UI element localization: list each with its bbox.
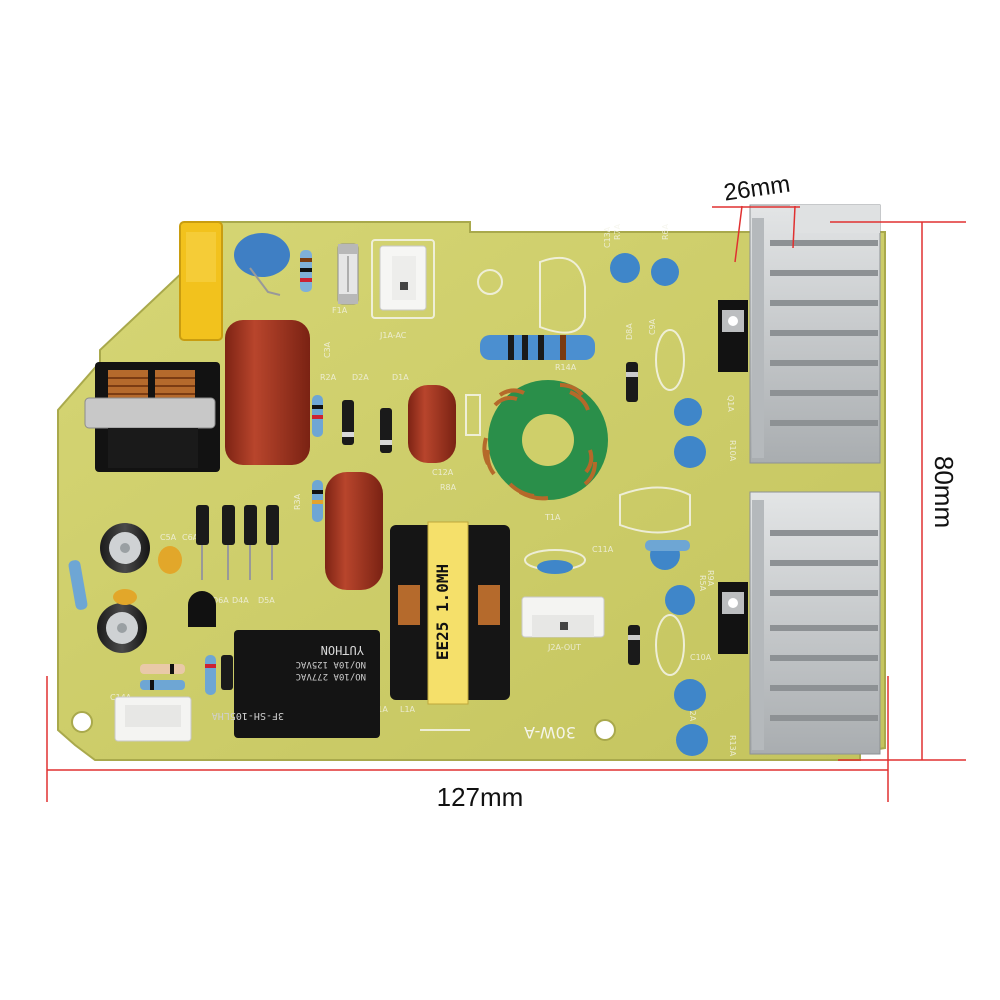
diode [140,664,185,674]
power-transistor-q1a [718,300,748,372]
silk-label: D5A [258,596,275,605]
resistor [68,560,88,610]
silk-label: D6A [212,596,229,605]
ac-connector [379,245,427,311]
resistor [312,480,323,522]
ferrite-transformer: EE25 1.0MH [390,521,510,705]
silk-label: Q1A [726,395,735,412]
silk-label: D4A [232,596,249,605]
silk-label: D2A [352,373,369,382]
silk-label: L1A [400,705,416,714]
silk-label: C13A [603,226,612,248]
silk-label: R13A [728,735,737,757]
silk-label: K1A [372,705,388,714]
board-model-label: 30W-A [524,723,576,742]
silk-label: J1A-AC [379,331,407,340]
width-dimension-label: 127mm [437,782,524,812]
resistor [645,540,690,551]
signal-connector [114,696,192,742]
diode [626,362,638,402]
relay: 3F-SH-105LHA YUTHON NO/10A 125VAC NO/10A… [212,630,380,738]
silk-label: D8A [625,323,634,340]
x-capacitor [179,221,223,341]
heatsink-bottom [749,491,881,755]
silk-label: C11A [592,545,614,554]
height-dimension-label: 80mm [929,456,959,528]
diode [628,625,640,665]
silk-label: F1A [332,306,348,315]
resistor [312,395,323,437]
resistor [300,250,312,292]
resistor [205,655,216,695]
silk-label: J2A-OUT [547,643,581,652]
silk-label: R2A [320,373,337,382]
svg-text:YUTHON: YUTHON [321,643,364,657]
silk-label: C3A [323,341,332,358]
silk-label: C10A [690,653,712,662]
diode [221,655,233,690]
diode [342,400,354,445]
glass-fuse [337,243,359,305]
power-transistor-q2a [718,582,748,654]
film-capacitor-medium [325,472,383,590]
silk-label: R14A [555,363,577,372]
heatsink-dimension-label: 26mm [722,171,792,207]
silk-label: R5A [698,575,707,592]
silk-label: R9A [706,570,715,587]
silkscreen-outlines [371,239,691,731]
silk-label: C12A [432,468,454,477]
silk-label: R12A [688,700,697,722]
svg-text:NO/10A 277VAC: NO/10A 277VAC [296,671,366,681]
silk-label: C9A [648,318,657,335]
common-mode-choke [84,362,220,472]
ceramic-capacitor-yellow [158,546,182,574]
small-transistor [188,591,216,627]
svg-text:EE25 1.0MH: EE25 1.0MH [433,564,452,660]
ceramic-capacitor-yellow [113,589,137,605]
output-connector [521,596,605,638]
electrolytic-capacitor [97,603,147,653]
silk-label: R7A [613,223,622,240]
svg-text:3F-SH-105LHA: 3F-SH-105LHA [212,710,284,721]
electrolytic-capacitor [100,523,150,573]
film-capacitor-large [225,320,310,465]
silk-label: R3A [293,493,302,510]
film-capacitor-small [408,385,456,463]
silk-label: T1A [544,513,561,522]
ceramic-disc-capacitor [234,233,290,296]
silk-label: R8A [440,483,457,492]
heatsink-top [749,204,881,464]
dimension-lines [46,205,966,802]
resistor [140,680,185,690]
silk-label: R6A [661,223,670,240]
silk-label: R10A [728,440,737,462]
svg-text:NO/10A 125VAC: NO/10A 125VAC [296,659,366,669]
diode [380,408,392,453]
silk-label: C5A [160,533,177,542]
silkscreen-labels: J1A-ACJ2A-OUTR14AQ1AQ2AT1AL1AK1AC3AD2AD1… [110,223,737,756]
diode-row [196,505,279,580]
silk-label: D1A [392,373,409,382]
toroid-inductor [482,380,608,501]
power-resistor [480,335,595,360]
silk-label: C6A [182,533,199,542]
